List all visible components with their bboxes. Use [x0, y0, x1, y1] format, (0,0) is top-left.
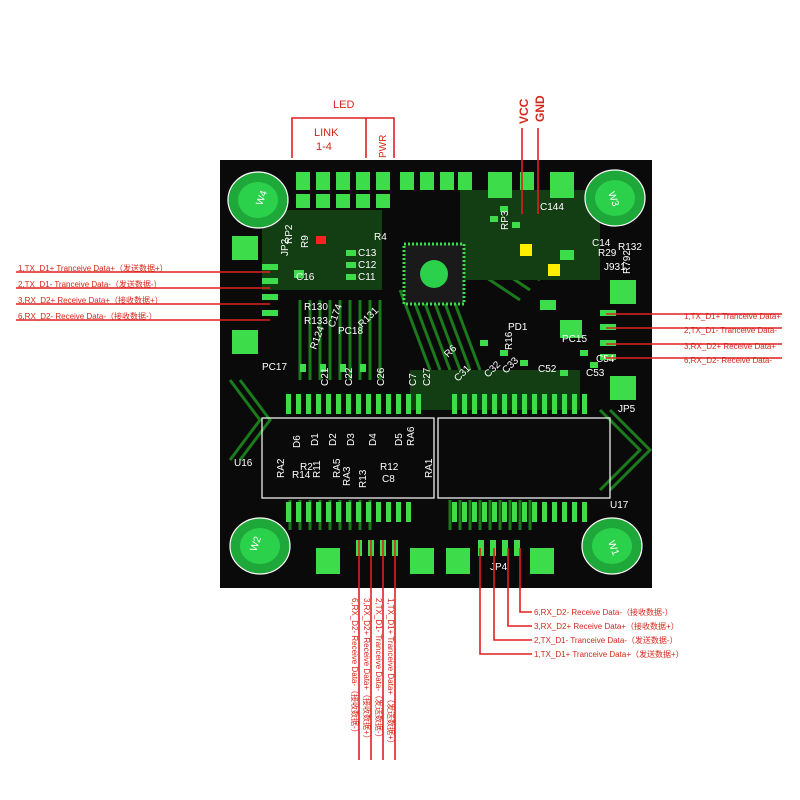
bottom-right-pin-3: 3,RX_D2+ Receive Data+（接收数据+）: [534, 621, 679, 631]
mount-label-w3: W3: [605, 190, 621, 208]
designator-d4: D4: [368, 433, 379, 446]
bottom-pin-1: 1,TX_D1+ Tranceive Data+（发送数据+）: [386, 598, 396, 748]
left-pin-3: 3,RX_D2+ Receive Data+（接收数据+）: [18, 295, 163, 305]
designator-c13: C13: [358, 248, 377, 259]
led-annotation: LED LINK 1-4 PWR: [291, 99, 395, 158]
designator-c22: C22: [344, 367, 355, 386]
designator-c16: C16: [296, 272, 315, 283]
chip-label-u17: U17: [610, 500, 629, 511]
right-pin-3: 3,RX_D2+ Receive Data+: [684, 342, 776, 351]
pwr-label: PWR: [378, 135, 389, 158]
mount-label-w4: W4: [254, 189, 270, 207]
bottom-right-pin-annotations: 6,RX_D2- Receive Data-（接收数据-） 3,RX_D2+ R…: [479, 548, 684, 659]
designator-c21: C21: [320, 367, 331, 386]
link-range: 1-4: [316, 141, 332, 153]
designator-d1: D1: [310, 433, 321, 446]
bottom-right-pin-6: 6,RX_D2- Receive Data-（接收数据-）: [534, 607, 673, 617]
gnd-label: GND: [533, 95, 547, 122]
magnetics-outline-right: [437, 417, 611, 499]
designator-c7: C7: [408, 373, 419, 386]
designator-d5: D5: [394, 433, 405, 446]
designator-rp2: RP2: [284, 224, 295, 244]
power-annotation: VCC GND: [517, 95, 547, 214]
mount-label-w1: W1: [605, 539, 621, 557]
bottom-right-pin-2: 2,TX_D1- Tranceive Data-（发送数据-）: [534, 635, 678, 645]
designator-r130: R130: [304, 302, 328, 313]
designator-ra6: RA6: [406, 426, 417, 446]
right-pin-2: 2,TX_D1- Tranceive Data-: [684, 326, 777, 335]
connector-label-jp5: JP5: [618, 404, 636, 415]
right-pin-1: 1,TX_D1+ Tranceive Data+: [684, 312, 781, 321]
designator-pc17: PC17: [262, 362, 287, 373]
vcc-label: VCC: [517, 98, 531, 124]
led-pads: [296, 172, 574, 208]
designator-r792: R792: [622, 250, 633, 274]
designator-d6: D6: [292, 435, 303, 448]
designator-c11: C11: [358, 272, 376, 283]
left-pin-annotations: 1,TX_D1+ Tranceive Data+（发送数据+） 2,TX_D1-…: [16, 263, 270, 321]
designator-ra1: RA1: [424, 458, 435, 478]
designator-pd1: PD1: [508, 322, 528, 333]
mount-hole-w2: [229, 517, 291, 575]
designator-r4: R4: [374, 232, 387, 243]
designator-pc18: PC18: [338, 326, 363, 337]
designator-r13: R13: [358, 469, 369, 488]
chip-label-u16: U16: [234, 458, 253, 469]
bottom-pin-3: 3,RX_D2+ Receive Data+（接收数据+）: [362, 598, 372, 743]
bottom-right-pin-1: 1,TX_D1+ Tranceive Data+（发送数据+）: [534, 649, 684, 659]
designator-c144: C144: [540, 202, 564, 213]
designator-r2: R2: [300, 462, 313, 473]
mount-hole-w3: [584, 169, 646, 227]
designator-r11: R11: [312, 460, 323, 478]
left-pin-1: 1,TX_D1+ Tranceive Data+（发送数据+）: [18, 263, 168, 273]
magnetics-pads: [286, 394, 587, 522]
main-ic: [402, 242, 466, 306]
small-components: [294, 206, 598, 376]
designator-c52: C52: [538, 364, 557, 375]
bottom-pin-2: 2,TX_D1- Tranceive Data-（发送数据-）: [374, 598, 384, 742]
designator-c26: C26: [376, 367, 387, 386]
designator-r16: R16: [504, 331, 515, 350]
left-pin-6: 6,RX_D2- Receive Data-（接收数据-）: [18, 311, 157, 321]
bottom-pin-annotations: 6,RX_D2- Receive Data-（接收数据-） 3,RX_D2+ R…: [350, 540, 396, 760]
right-pin-annotations: 1,TX_D1+ Tranceive Data+ 2,TX_D1- Trance…: [606, 312, 782, 365]
designator-j931: J931: [604, 262, 626, 273]
led-title: LED: [333, 99, 354, 111]
mount-label-w2: W2: [248, 535, 264, 553]
designator-r14: R14: [292, 470, 311, 481]
designator-r132: R132: [618, 242, 642, 253]
designator-rp3: RP3: [500, 210, 511, 230]
designator-pc15: PC15: [562, 334, 587, 345]
led-bracket-outer: [291, 117, 395, 158]
designator-ra2: RA2: [276, 458, 287, 478]
designator-c12: C12: [358, 260, 377, 271]
designator-r9: R9: [300, 235, 311, 248]
designator-c27: C27: [422, 367, 433, 386]
link-label: LINK: [314, 127, 339, 139]
designator-d2: D2: [328, 433, 339, 446]
ground-pour-right: [460, 190, 600, 280]
designator-ra5: RA5: [332, 458, 343, 478]
designator-ra3: RA3: [342, 466, 353, 486]
designator-c8: C8: [382, 474, 395, 485]
silk-labels: W4 W3 W2 W1 JP2 JP5 JP4 U16 U17: [234, 189, 636, 573]
designator-r12: R12: [380, 462, 399, 473]
designator-c54: C54: [596, 354, 615, 365]
designator-c14: C14: [592, 238, 611, 249]
ground-pour-left: [262, 210, 382, 290]
left-pin-2: 2,TX_D1- Tranceive Data-（发送数据-）: [18, 279, 162, 289]
magnetics-outline-left: [261, 417, 435, 499]
mount-hole-w1: [581, 517, 643, 575]
connector-label-jp4: JP4: [490, 562, 508, 573]
mount-hole-w4: [227, 171, 289, 229]
connector-label-jp2: JP2: [280, 238, 291, 256]
right-pin-6: 6,RX_D2- Receive Data-: [684, 356, 772, 365]
designator-r29: R29: [598, 248, 617, 259]
designator-r133: R133: [304, 316, 328, 327]
designator-c53: C53: [586, 368, 605, 379]
designator-d3: D3: [346, 433, 357, 446]
bottom-pin-6: 6,RX_D2- Receive Data-（接收数据-）: [350, 598, 360, 737]
